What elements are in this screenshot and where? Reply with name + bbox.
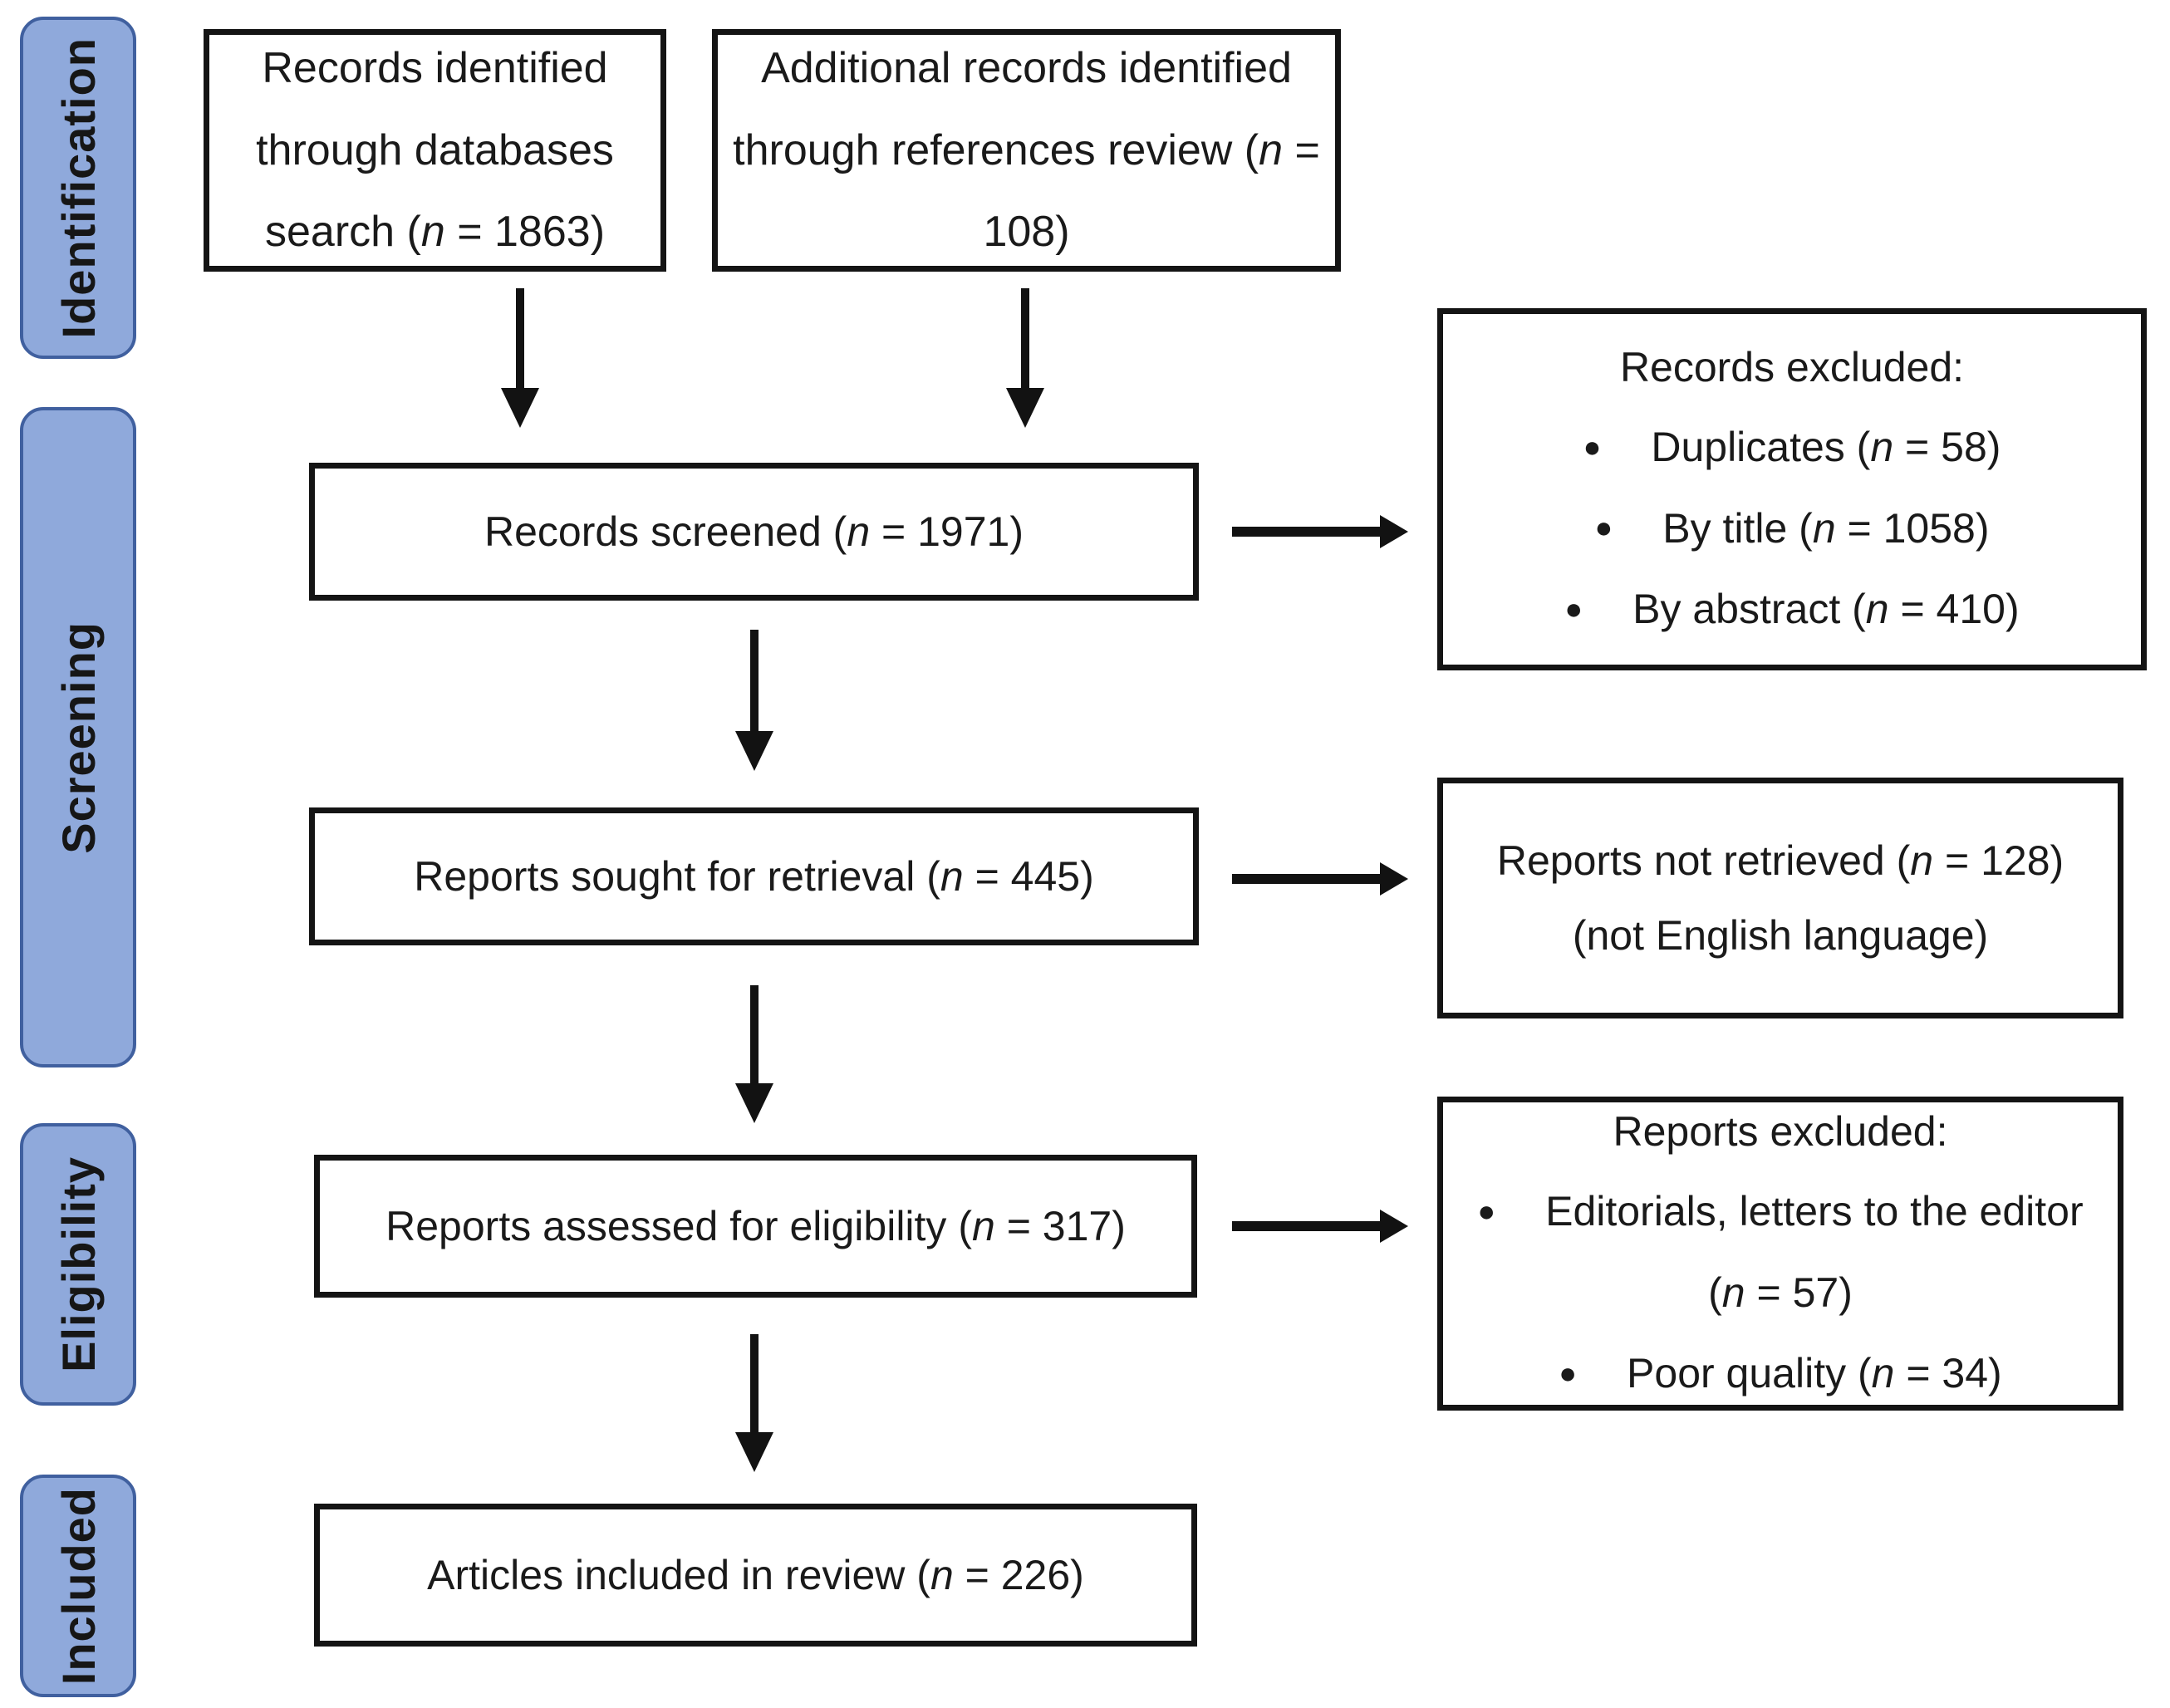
records-excluded-item-abstract: ●By abstract (n = 410) [1564, 569, 2019, 650]
box-reports-sought-label: Reports sought for retrieval (n = 445) [414, 853, 1094, 900]
arrow-right-assessed-icon [1232, 1210, 1408, 1243]
stage-eligibility: Eligibility [20, 1123, 136, 1406]
box-reports-assessed: Reports assessed for eligibility (n = 31… [314, 1155, 1197, 1298]
records-excluded-title: Records excluded: [1619, 344, 1965, 391]
arrow-right-sought-icon [1232, 862, 1408, 896]
bullet-icon: ● [1594, 510, 1613, 545]
stage-included: Included [20, 1475, 136, 1697]
box-reports-excluded: Reports excluded: ●Editorials, letters t… [1437, 1097, 2123, 1411]
box-records-identified-label: Records identified through databases sea… [256, 43, 614, 257]
stage-included-label: Included [52, 1486, 105, 1686]
box-additional-records: Additional records identified through re… [712, 29, 1341, 272]
reports-excluded-title: Reports excluded: [1613, 1108, 1948, 1156]
box-articles-included: Articles included in review (n = 226) [314, 1504, 1197, 1647]
box-reports-assessed-label: Reports assessed for eligibility (n = 31… [385, 1203, 1126, 1249]
box-reports-not-retrieved: Reports not retrieved (n = 128)(not Engl… [1437, 778, 2123, 1018]
box-additional-records-label: Additional records identified through re… [733, 43, 1320, 257]
arrow-down-assessed-icon [735, 1334, 773, 1472]
box-records-screened-label: Records screened (n = 1971) [484, 508, 1024, 555]
reports-excluded-item-editorials: ●Editorials, letters to the editor (n = … [1456, 1171, 2104, 1333]
bullet-icon: ● [1559, 1355, 1578, 1390]
bullet-icon: ● [1564, 591, 1583, 626]
box-records-screened: Records screened (n = 1971) [309, 463, 1199, 601]
box-records-identified: Records identified through databases sea… [204, 29, 666, 272]
stage-screening-label: Screening [52, 621, 105, 854]
box-reports-sought: Reports sought for retrieval (n = 445) [309, 807, 1199, 945]
stage-eligibility-label: Eligibility [52, 1156, 105, 1372]
arrow-down-screened-icon [735, 630, 773, 771]
arrow-down-additional-icon [1006, 288, 1044, 428]
arrow-right-screened-icon [1232, 515, 1408, 548]
arrow-down-identified-icon [501, 288, 539, 428]
box-articles-included-label: Articles included in review (n = 226) [427, 1552, 1084, 1598]
box-records-excluded: Records excluded: ●Duplicates (n = 58) ●… [1437, 308, 2147, 670]
stage-identification: Identification [20, 17, 136, 359]
stage-screening: Screening [20, 407, 136, 1068]
bullet-icon: ● [1477, 1193, 1496, 1228]
records-excluded-item-duplicates: ●Duplicates (n = 58) [1583, 407, 2001, 488]
stage-identification-label: Identification [52, 37, 105, 339]
box-reports-not-retrieved-label: Reports not retrieved (n = 128)(not Engl… [1496, 837, 2064, 959]
bullet-icon: ● [1583, 429, 1602, 464]
reports-excluded-item-quality: ●Poor quality (n = 34) [1559, 1333, 2001, 1415]
arrow-down-sought-icon [735, 985, 773, 1123]
records-excluded-item-title: ●By title (n = 1058) [1594, 488, 1989, 570]
